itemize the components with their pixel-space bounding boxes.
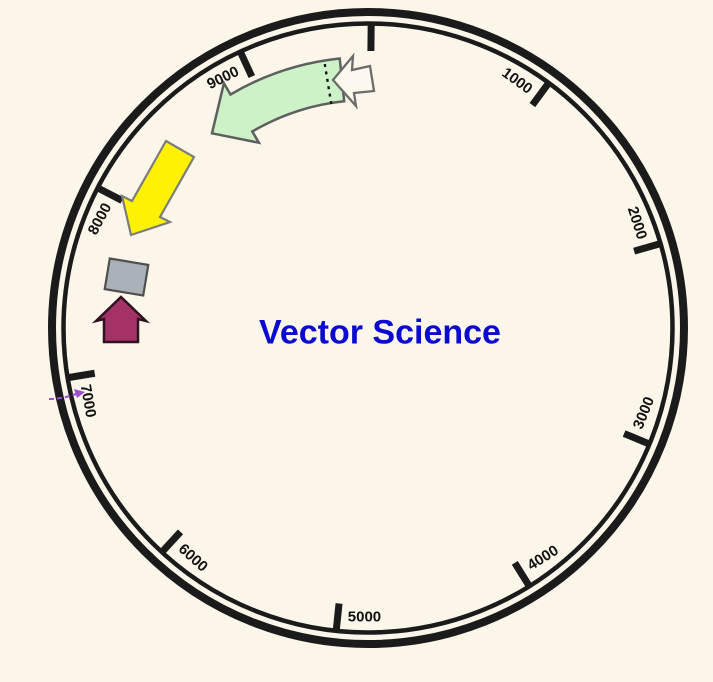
dotted-divider-line [322, 59, 333, 105]
purple-small-arrow-head [74, 389, 85, 398]
tick-mark-6000 [160, 529, 184, 554]
plasmid-inner-ring [61, 21, 675, 635]
tick-mark-3000 [622, 430, 650, 447]
tick-mark-7000 [68, 369, 96, 381]
yellow-arrow[interactable] [120, 139, 196, 237]
tick-mark-2000 [633, 240, 661, 255]
green-arc-arrow[interactable] [210, 57, 346, 145]
maroon-house-arrow[interactable] [91, 295, 151, 344]
plasmid-title: Vector Science [259, 313, 501, 352]
tick-mark-4000 [511, 561, 532, 587]
white-block-arrow[interactable] [331, 52, 376, 110]
plasmid-outer-ring [48, 8, 688, 648]
tick-label-5000: 5000 [347, 608, 382, 626]
gray-box[interactable] [103, 257, 150, 297]
tick-mark-9000 [237, 51, 255, 79]
purple-small-arrow-line[interactable] [48, 393, 77, 400]
tick-mark-8000 [97, 185, 124, 204]
tick-mark-1000 [529, 82, 551, 108]
tick-mark-5000 [332, 603, 343, 630]
